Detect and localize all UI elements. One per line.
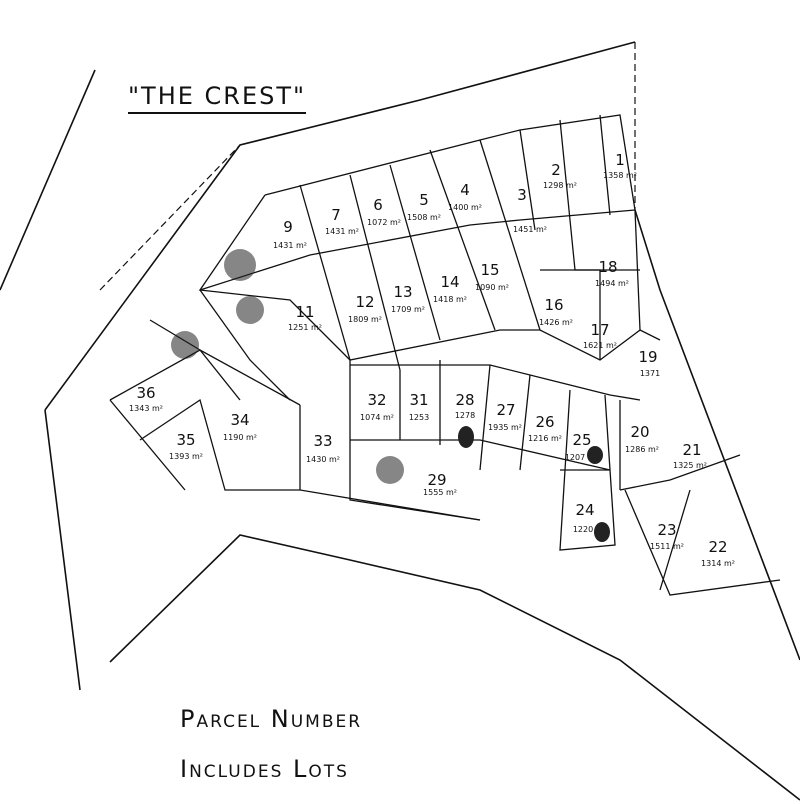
lot-area: 1090 m² [475,283,509,292]
lot-area: 1216 m² [528,434,562,443]
tree-cluster-icon [376,456,404,484]
lot-area: 1207 [565,453,585,462]
lot-area: 1511 m² [650,542,684,551]
lot-number: 17 [590,321,609,339]
lot-number: 4 [460,181,470,199]
tree-dot-icon [458,426,474,448]
lot-area: 1314 m² [701,559,735,568]
lot-number: 7 [331,206,341,224]
lot-area: 1418 m² [433,295,467,304]
lot-area: 1494 m² [595,279,629,288]
legend-line-2: Includes Lots [180,755,349,783]
lot-number: 29 [427,471,446,489]
lot-number: 26 [535,413,554,431]
lot-number: 25 [572,431,591,449]
lot-number: 14 [440,273,459,291]
lot-number: 22 [708,538,727,556]
road-boundaries [0,41,800,801]
lot-number: 1 [615,151,625,169]
lot-area: 1809 m² [348,315,382,324]
lot-number: 24 [575,501,594,519]
lot-area: 1298 m² [543,181,577,190]
lot-area: 1343 m² [129,404,163,413]
lot-number: 11 [295,303,314,321]
lot-number: 6 [373,196,383,214]
lot-number: 35 [176,431,195,449]
lot-number: 12 [355,293,374,311]
lot-number: 27 [496,401,515,419]
lot-number: 13 [393,283,412,301]
legend-line-1: Parcel Number [180,705,363,733]
lot-number: 31 [409,391,428,409]
tree-cluster-icon [171,331,199,359]
lot-area: 1278 [455,411,475,420]
lot-area: 1431 m² [325,227,359,236]
tree-dot-icon [587,446,603,464]
lot-area: 1508 m² [407,213,441,222]
tree-dot-icon [594,522,610,542]
lot-area: 1393 m² [169,452,203,461]
lot-area: 1555 m² [423,488,457,497]
lot-number: 5 [419,191,429,209]
lot-area: 1621 m² [583,341,617,350]
lot-number: 36 [136,384,155,402]
lot-area: 1451 m² [513,225,547,234]
lot-area: 1286 m² [625,445,659,454]
plan-title: "THE CREST" [128,82,307,114]
parcel-boundaries [109,114,781,596]
lot-number: 9 [283,218,293,236]
lot-number: 15 [480,261,499,279]
lot-area: 1426 m² [539,318,573,327]
lot-number: 20 [630,423,649,441]
lot-labels: 1 1358 m² 2 1298 m² 3 1451 m² 4 1400 m² 5 150… [129,151,735,568]
lot-number: 28 [455,391,474,409]
tree-cluster-icon [236,296,264,324]
lot-area: 1431 m² [273,241,307,250]
lot-area: 1253 [409,413,429,422]
lot-area: 1190 m² [223,433,257,442]
lot-number: 23 [657,521,676,539]
lot-area: 1371 [640,369,660,378]
plan-title-text: "THE CREST" [128,82,307,114]
lot-area: 1400 m² [448,203,482,212]
lot-number: 33 [313,432,332,450]
lot-area: 1709 m² [391,305,425,314]
lot-area: 1220 [573,525,593,534]
trees [171,249,610,542]
lot-number: 32 [367,391,386,409]
lot-number: 21 [682,441,701,459]
tree-cluster-icon [224,249,256,281]
lot-number: 3 [517,186,527,204]
lot-area: 1072 m² [367,218,401,227]
lot-area: 1251 m² [288,323,322,332]
lot-number: 34 [230,411,249,429]
lot-area: 1325 m² [673,461,707,470]
lot-area: 1935 m² [488,423,522,432]
lot-area: 1358 m² [603,171,637,180]
lot-area: 1430 m² [306,455,340,464]
lot-number: 19 [638,348,657,366]
lot-number: 16 [544,296,563,314]
lot-area: 1074 m² [360,413,394,422]
lot-number: 2 [551,161,561,179]
lot-number: 18 [598,258,617,276]
